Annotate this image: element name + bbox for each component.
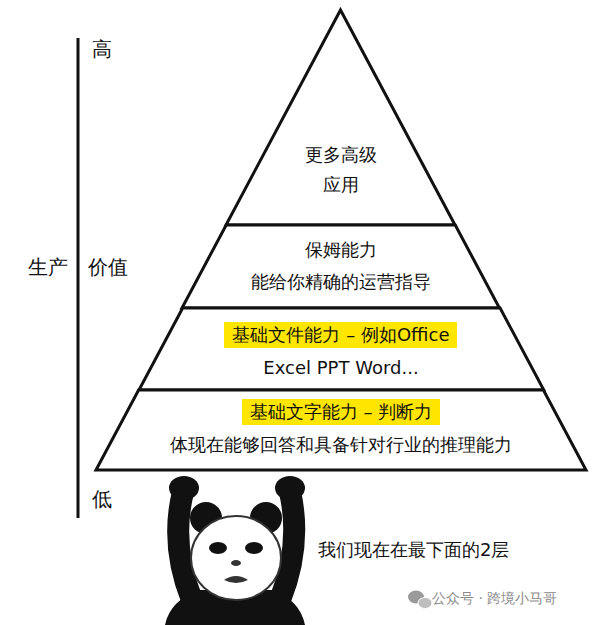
band-label: 更多高级 应用 bbox=[301, 140, 381, 199]
band-label: Excel PPT Word... bbox=[263, 356, 418, 380]
axis-title: 生产 bbox=[28, 254, 68, 281]
axis-low: 低 bbox=[92, 486, 112, 513]
pyramid-apex: 更多高级 应用 bbox=[226, 10, 455, 225]
highlighted-heading: 基础文字能力 – 判断力 bbox=[242, 399, 440, 425]
watermark: 公众号 · 跨境小马哥 bbox=[432, 590, 557, 608]
band-label: 体现在能够回答和具备针对行业的推理能力 bbox=[170, 433, 512, 457]
band-label: 能给你精确的运营指导 bbox=[251, 270, 431, 294]
axis-high: 高 bbox=[92, 36, 112, 63]
value-axis bbox=[77, 38, 80, 518]
band-text: 更多高级 应用 bbox=[226, 140, 455, 199]
panda-meme bbox=[165, 476, 305, 625]
band-text: 基础文字能力 – 判断力体现在能够回答和具备针对行业的推理能力 bbox=[96, 399, 586, 458]
pyramid-band: 基础文字能力 – 判断力体现在能够回答和具备针对行业的推理能力 bbox=[96, 390, 586, 470]
pyramid-band: 基础文件能力 – 例如OfficeExcel PPT Word... bbox=[139, 308, 544, 390]
band-text: 保姆能力能给你精确的运营指导 bbox=[182, 238, 499, 295]
meme-caption: 我们现在在最下面的2层 bbox=[318, 538, 509, 562]
band-outline bbox=[182, 225, 499, 308]
band-label: 保姆能力 bbox=[305, 238, 377, 262]
wechat-icon bbox=[408, 591, 432, 609]
highlighted-heading: 基础文件能力 – 例如Office bbox=[224, 322, 457, 348]
band-text: 基础文件能力 – 例如OfficeExcel PPT Word... bbox=[139, 322, 544, 381]
axis-title: 价值 bbox=[88, 254, 128, 281]
pyramid-band: 保姆能力能给你精确的运营指导 bbox=[182, 225, 499, 308]
